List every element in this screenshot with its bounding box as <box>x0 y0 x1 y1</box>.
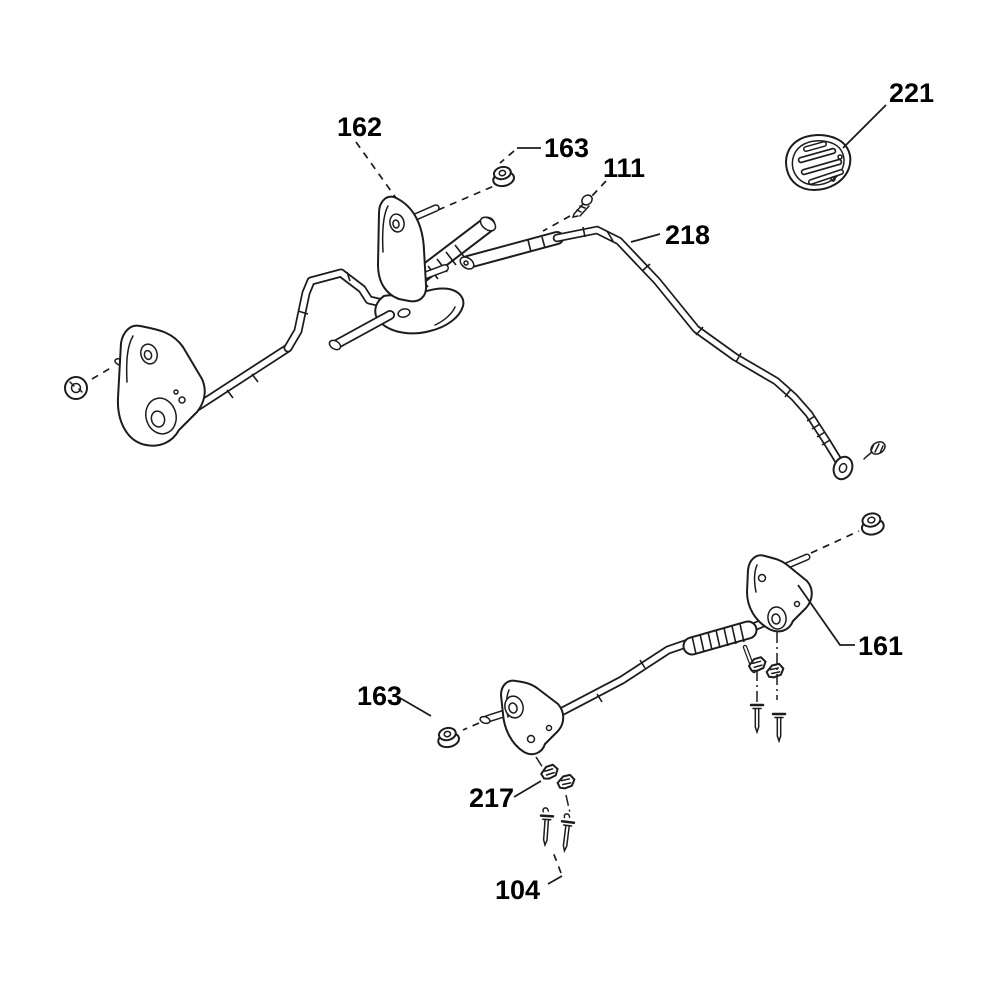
upper-left-bracket-plate <box>116 324 206 447</box>
rod-218 <box>459 225 886 481</box>
flange-nut-upper-163 <box>492 165 515 188</box>
callout-162-label: 162 <box>337 112 382 142</box>
zigzag-rod <box>283 268 401 353</box>
small-screw-right <box>863 441 886 460</box>
mounting-bolt-104 <box>539 807 555 848</box>
callout-161-label: 161 <box>858 631 903 661</box>
rod-218-sleeve <box>459 231 564 270</box>
callout-labels: 221 162 163 111 218 161 163 217 104 <box>337 78 934 905</box>
assembly-axis-lines <box>91 185 860 731</box>
lower-middle-bracket <box>479 679 565 756</box>
bracket-161 <box>746 553 813 633</box>
callout-217-label: 217 <box>469 783 514 813</box>
callout-111-label: 111 <box>603 153 645 183</box>
callout-104-label: 104 <box>495 875 540 905</box>
flange-nut-161 <box>860 512 885 536</box>
cable-clip <box>765 662 785 679</box>
leader-lines <box>355 104 887 885</box>
cable-clip <box>747 656 767 672</box>
cable-clip-217 <box>540 763 559 780</box>
upper-left-rod <box>192 343 293 412</box>
return-spring <box>682 620 758 674</box>
vented-cap-221 <box>785 134 852 191</box>
mounting-bolt-104 <box>560 813 576 854</box>
push-nut <box>64 376 88 400</box>
callout-218-label: 218 <box>665 220 710 250</box>
callout-163-upper-label: 163 <box>544 133 589 163</box>
flange-nut-lower-163 <box>437 726 460 749</box>
pivot-body <box>328 287 465 351</box>
callout-221-label: 221 <box>889 78 934 108</box>
central-pivot-assembly <box>328 195 497 351</box>
mounting-bolt <box>771 712 787 744</box>
rod-218-eyelet <box>832 455 854 481</box>
mounting-bolt <box>749 703 765 735</box>
screw-111 <box>571 194 593 218</box>
cable-clip-217 <box>556 773 576 790</box>
bracket-162 <box>377 195 440 303</box>
callout-163-lower-label: 163 <box>357 681 402 711</box>
lower-assembly <box>437 512 885 854</box>
upper-left-bracket-assembly <box>64 268 401 447</box>
